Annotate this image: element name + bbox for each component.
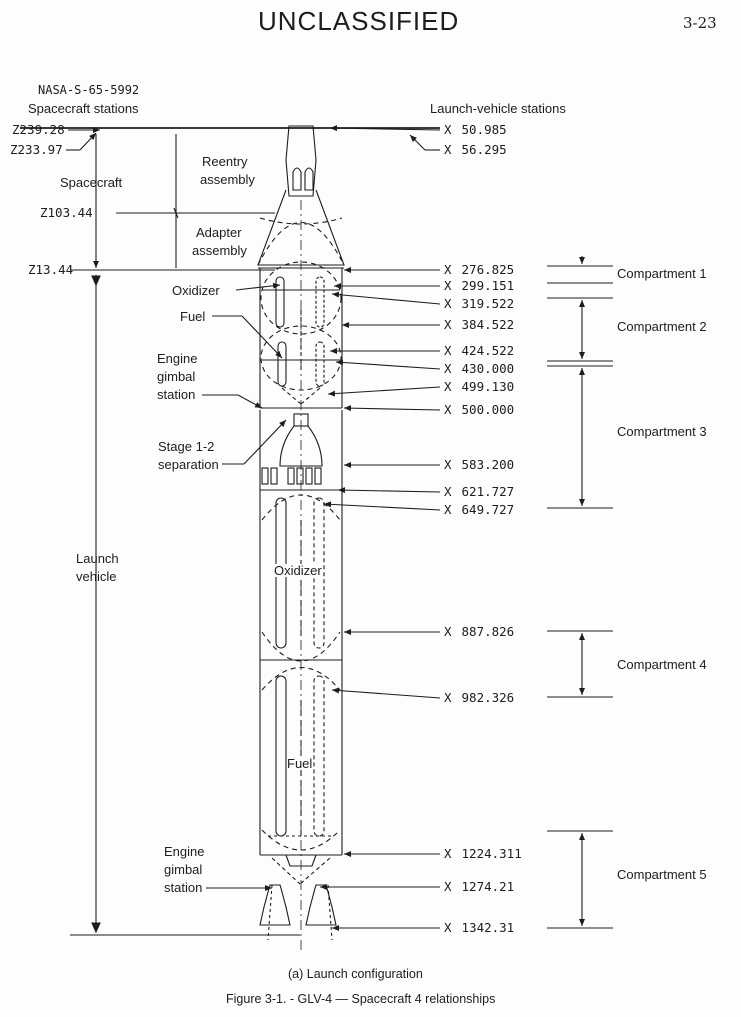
lv-station-row: X 649.727 [444,502,515,517]
lv-station-prefix: X [444,142,452,157]
lv-station-row: X 319.522 [444,296,515,311]
lv-station-row: X 299.151 [444,278,515,293]
lv-station-row: X 887.826 [444,624,515,639]
station-z233-97: Z233.97 [10,142,63,157]
label-fuel-main: Fuel [287,756,313,771]
lv-station-value: 1274.21 [461,879,515,894]
lv-station-prefix: X [444,296,452,311]
label-stage-sep-1: Stage 1-2 [158,439,215,454]
label-engine-gimbal-upper-1: Engine [157,351,198,366]
lv-station-value: 649.727 [461,502,515,517]
lv-station-value: 1342.31 [461,920,515,935]
lv-station-prefix: X [444,343,452,358]
lv-station-row: X 430.000 [444,361,515,376]
label-oxidizer-main: Oxidizer [274,563,322,578]
station-z103-44: Z103.44 [40,205,93,220]
compartment-3: Compartment 3 [617,424,707,439]
lv-station-value: 276.825 [461,262,515,277]
document-code: NASA-S-65-5992 [38,83,140,97]
lv-station-row: X 424.522 [444,343,515,358]
label-adapter-1: Adapter [196,225,242,240]
lv-station-prefix: X [444,879,452,894]
classification-banner: UNCLASSIFIED [258,6,460,36]
compartment-1: Compartment 1 [617,266,707,281]
lv-station-row: X 621.727 [444,484,515,499]
lv-station-prefix: X [444,361,452,376]
lv-station-prefix: X [444,484,452,499]
lv-station-row: X 50.985 [444,122,507,137]
lv-station-prefix: X [444,278,452,293]
lv-station-value: 424.522 [461,343,515,358]
lv-station-row: X 384.522 [444,317,515,332]
lv-station-prefix: X [444,624,452,639]
lv-station-row: X 499.130 [444,379,515,394]
lv-station-value: 299.151 [461,278,515,293]
lv-station-value: 384.522 [461,317,515,332]
label-fuel-upper: Fuel [180,309,206,324]
compartment-2: Compartment 2 [617,319,707,334]
figure-caption: Figure 3-1. - GLV-4 — Spacecraft 4 relat… [226,992,496,1006]
compartment-5: Compartment 5 [617,867,707,882]
lv-station-prefix: X [444,122,452,137]
label-spacecraft: Spacecraft [60,175,123,190]
label-launch-vehicle-1: Launch [76,551,119,566]
label-engine-gimbal-upper-2: gimbal [157,369,196,384]
lv-station-row: X 982.326 [444,690,515,705]
lv-station-value: 887.826 [461,624,515,639]
label-engine-gimbal-lower-1: Engine [164,844,205,859]
label-adapter-2: assembly [192,243,247,258]
label-reentry-2: assembly [200,172,255,187]
lv-station-row: X 1224.311 [444,846,522,861]
lv-station-prefix: X [444,502,452,517]
station-z13-44: Z13.44 [28,262,74,277]
label-engine-gimbal-upper-3: station [157,387,196,402]
lv-station-prefix: X [444,317,452,332]
lv-station-value: 319.522 [461,296,515,311]
page-number: 3-23 [683,14,717,32]
lv-station-value: 56.295 [461,142,507,157]
lv-station-prefix: X [444,262,452,277]
lv-station-prefix: X [444,690,452,705]
lv-station-prefix: X [444,402,452,417]
lv-station-value: 583.200 [461,457,515,472]
lv-station-value: 621.727 [461,484,515,499]
label-launch-vehicle-2: vehicle [76,569,117,584]
lv-station-row: X 1274.21 [444,879,515,894]
lv-station-prefix: X [444,846,452,861]
lv-station-prefix: X [444,457,452,472]
lv-station-row: X 56.295 [444,142,507,157]
lv-station-value: 500.000 [461,402,515,417]
label-oxidizer-upper: Oxidizer [172,283,220,298]
lv-station-value: 499.130 [461,379,515,394]
launch-vehicle-stations-heading: Launch-vehicle stations [430,101,566,116]
lv-station-value: 50.985 [461,122,507,137]
lv-station-row: X 276.825 [444,262,515,277]
spacecraft-stations-heading: Spacecraft stations [28,101,139,116]
station-z239-28: Z239.28 [12,122,65,137]
lv-station-value: 1224.311 [461,846,522,861]
lv-station-row: X 583.200 [444,457,515,472]
label-engine-gimbal-lower-2: gimbal [164,862,203,877]
lv-station-row: X 500.000 [444,402,515,417]
lv-station-value: 430.000 [461,361,515,376]
label-stage-sep-2: separation [158,457,219,472]
lv-station-value: 982.326 [461,690,515,705]
caption-sub: (a) Launch configuration [288,967,423,981]
label-engine-gimbal-lower-3: station [164,880,203,895]
label-reentry-1: Reentry [202,154,248,169]
lv-station-row: X 1342.31 [444,920,515,935]
lv-station-prefix: X [444,920,452,935]
compartment-4: Compartment 4 [617,657,707,672]
lv-station-prefix: X [444,379,452,394]
